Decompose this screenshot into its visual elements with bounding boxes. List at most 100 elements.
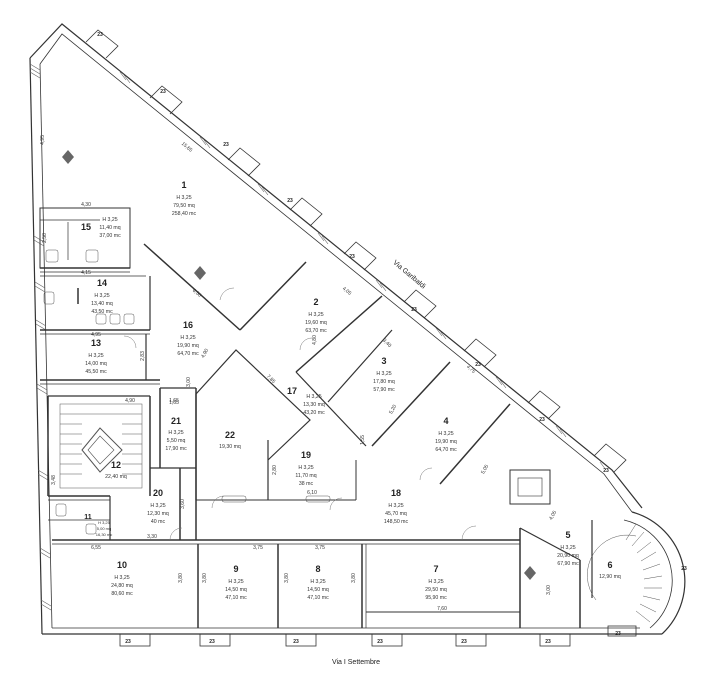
room-volume: 43,20 mc — [303, 410, 325, 416]
window-label: 23 — [293, 639, 299, 645]
street-via-i-settembre: Via I Settembre — [332, 659, 380, 666]
room-height: H 3,25 — [376, 371, 391, 377]
room-4: 4 H 3,25 19,90 mq 64,70 mc — [435, 416, 457, 453]
room-number: 14 — [97, 278, 107, 288]
room-height: H 3,25 — [388, 503, 403, 509]
dimension: 3,75 — [465, 364, 476, 375]
room-area: 19,30 mq — [219, 444, 241, 450]
dimension: 2,80 — [272, 465, 278, 475]
room-number: 13 — [91, 338, 101, 348]
dimension: 3,40 — [381, 338, 392, 349]
dimension: 3,75 — [315, 545, 325, 551]
room-number: 15 — [81, 222, 91, 232]
room-height: H 3,25 — [94, 293, 109, 299]
room-number: 1 — [181, 180, 186, 190]
room-volume: 80,60 mc — [111, 591, 133, 597]
dimension: 7,85 — [265, 374, 276, 385]
room-volume: 40 mc — [151, 519, 166, 525]
room-height: H 3,25 — [176, 195, 191, 201]
dimension: 7,60 — [437, 606, 447, 612]
street-via-garibaldi: Via Garibaldi — [391, 259, 426, 290]
room-1: 1 H 3,25 79,50 mq 258,40 mc — [172, 180, 197, 217]
room-volume: 64,70 mc — [177, 351, 199, 357]
room-area: 29,50 mq — [425, 587, 447, 593]
room-number: 10 — [117, 560, 127, 570]
window-label: 23 — [475, 362, 481, 368]
dimension: 3,48 — [51, 475, 57, 485]
room-number: 22 — [225, 430, 235, 440]
room-height: H 3,25 — [298, 465, 313, 471]
room-height: H 3,25 — [180, 335, 195, 341]
dimension: 3,80 — [351, 573, 357, 583]
dimension: 4,95 — [91, 332, 101, 338]
room-volume: 57,90 mc — [373, 387, 395, 393]
room-area: 11,70 mq — [295, 473, 316, 479]
dimension: 4,90 — [125, 398, 135, 404]
room-area: 17,80 mq — [373, 379, 395, 385]
interior-walls — [39, 207, 593, 628]
room-height: H 3,25 — [98, 520, 111, 525]
room-19: 19 H 3,25 11,70 mq 38 mc — [295, 450, 316, 487]
room-area: 22,40 mq — [105, 474, 127, 480]
room-area: 14,50 mq — [225, 587, 247, 593]
room-area: 13,40 mq — [91, 301, 113, 307]
room-area: 19,90 mq — [435, 439, 457, 445]
room-16: 16 H 3,25 19,90 mq 64,70 mc — [177, 320, 199, 357]
room-number: 4 — [443, 416, 448, 426]
diagonal-window-bays — [85, 29, 627, 473]
room-number: 16 — [183, 320, 193, 330]
dimension: 15,65 — [180, 141, 194, 154]
window-label: 23 — [287, 198, 293, 204]
dimension: 3,00 — [546, 585, 552, 595]
room-22: 22 19,30 mq — [219, 430, 241, 450]
room-3: 3 H 3,25 17,80 mq 57,90 mc — [373, 356, 395, 393]
dimension: 3,30 — [147, 534, 157, 540]
room-area: 79,50 mq — [173, 203, 195, 209]
room-2: 2 H 3,25 19,60 mq 63,70 mc — [305, 297, 327, 334]
window-label: 23 — [461, 639, 467, 645]
room-10: 10 H 3,25 24,80 mq 80,60 mc — [111, 560, 133, 597]
dimension: 5,05 — [480, 464, 490, 476]
dimension: 3,80 — [178, 573, 184, 583]
column-markers — [62, 150, 536, 580]
diagonal-wall-hatching — [119, 71, 607, 471]
room-13: 13 H 3,25 14,00 mq 45,50 mc — [85, 338, 107, 375]
room-height: H 3,25 — [306, 394, 321, 400]
room-6: 6 12,90 mq — [599, 560, 621, 580]
room-area: 14,00 mq — [85, 361, 107, 367]
room-5: 5 H 3,25 20,90 mq 67,90 mc — [557, 530, 579, 567]
dimension: 4,15 — [81, 270, 91, 276]
west-wall-hatching — [29, 63, 52, 611]
dimension: 1,65 — [169, 398, 179, 404]
window-label: 23 — [681, 566, 687, 572]
window-label: 23 — [615, 631, 621, 637]
window-label: 23 — [545, 639, 551, 645]
room-volume: 63,70 mc — [305, 328, 327, 334]
dimension: 6,50 — [191, 288, 202, 299]
room-height: H 3,25 — [308, 312, 323, 318]
window-label: 23 — [539, 417, 545, 423]
window-labels: 23 23 23 23 23 23 23 23 23 23 23 23 23 2… — [97, 32, 687, 645]
room-height: H 3,25 — [168, 430, 183, 436]
room-area: 12,90 mq — [599, 574, 621, 580]
dimension: 4,95 — [40, 135, 46, 145]
room-number: 9 — [233, 564, 238, 574]
room-height: H 3,25 — [102, 217, 117, 223]
room-volume: 64,70 mc — [435, 447, 457, 453]
window-label: 23 — [377, 639, 383, 645]
window-label: 23 — [97, 32, 103, 38]
room-8: 8 H 3,25 14,50 mq 47,10 mc — [307, 564, 329, 601]
room-area: 19,90 mq — [177, 343, 199, 349]
window-label: 23 — [223, 142, 229, 148]
dimension: 3,00 — [186, 377, 192, 387]
room-height: H 3,25 — [150, 503, 165, 509]
room-number: 21 — [171, 416, 181, 426]
dimension-labels: 4,30 4,15 4,95 4,90 1,65 3,00 2,83 2,58 … — [40, 135, 558, 612]
dimension: 3,75 — [253, 545, 263, 551]
room-number: 19 — [301, 450, 311, 460]
dimension: 3,60 — [180, 499, 186, 509]
dimension: 4,30 — [81, 202, 91, 208]
dimension: 1,55 — [360, 435, 366, 445]
room-number: 6 — [607, 560, 612, 570]
room-area: 14,50 mq — [307, 587, 329, 593]
